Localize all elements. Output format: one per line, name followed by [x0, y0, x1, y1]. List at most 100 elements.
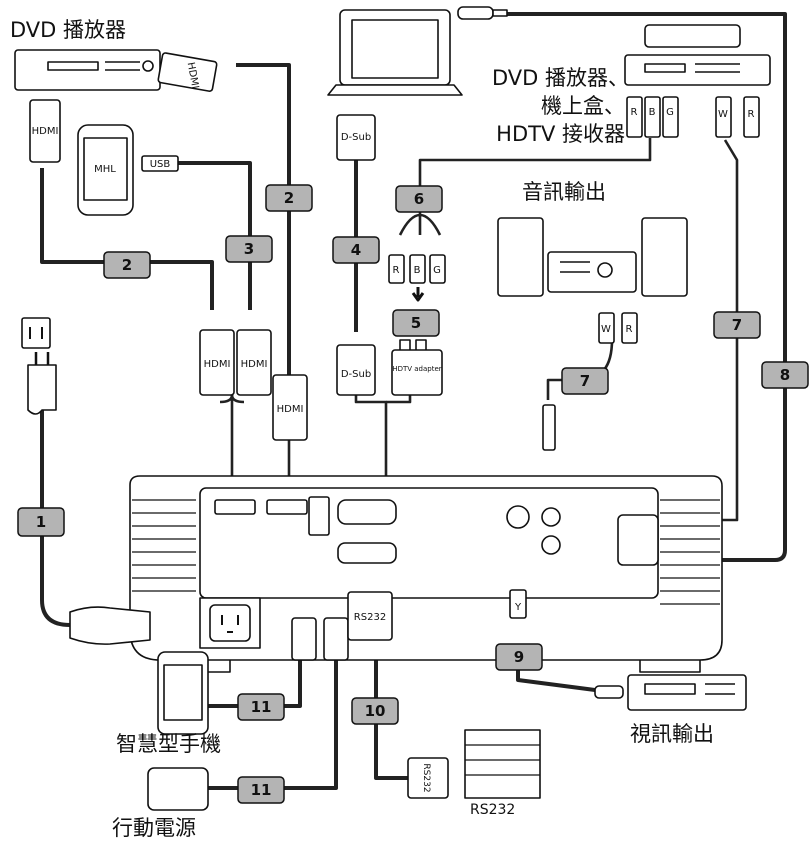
rs232-connector [347, 591, 393, 641]
caption-source-line1: DVD 播放器、 [491, 66, 629, 90]
badge-7a-text: 7 [580, 372, 590, 390]
badge-9 [495, 643, 543, 671]
badge-5 [392, 309, 440, 337]
label-r-bottom: R [393, 265, 400, 276]
badge-7b-text: 7 [732, 316, 742, 334]
power-connector [69, 606, 151, 645]
badge-2b-text: 2 [284, 189, 294, 207]
badge-2b [265, 184, 313, 212]
projector [129, 475, 723, 673]
badge-2a [103, 251, 151, 279]
badge-11b-text: 11 [251, 781, 272, 799]
label-r-audio-top: R [748, 109, 755, 120]
projector-vent-right [660, 499, 720, 605]
wire-adapter [386, 395, 412, 404]
mhl-phone [77, 124, 134, 216]
caption-source-line2: 機上盒、 [541, 94, 625, 118]
label-w-top: W [718, 109, 728, 120]
wire-vga [354, 395, 388, 500]
cable-6-split [398, 213, 442, 236]
arrow-down-icon [411, 287, 425, 302]
power-plug [27, 352, 57, 415]
label-rs232-connector: RS232 [354, 612, 386, 623]
caption-smartphone: 智慧型手機 [116, 732, 221, 756]
label-dsub-top: D-Sub [341, 132, 371, 143]
badge-8 [761, 361, 809, 389]
port-hdmi-mhl [214, 499, 256, 515]
speakers [497, 217, 688, 297]
label-b-top: B [649, 107, 656, 118]
power-outlet [21, 317, 51, 349]
connector-texts: HDMI HDMI HDMI HDMI HDMI USB MHL D-Sub D… [32, 61, 755, 792]
port-vga-in [337, 499, 397, 525]
label-usb: USB [150, 159, 171, 170]
label-y: Y [514, 602, 522, 613]
rs232-end-connector [407, 757, 449, 799]
badge-5-text: 5 [411, 314, 421, 332]
badge-1 [17, 507, 65, 537]
cable-1-power [40, 410, 71, 627]
label-g-top: G [666, 107, 674, 118]
label-hdmi-port1: HDMI [204, 359, 231, 370]
label-mhl: MHL [94, 164, 116, 175]
badge-11a-text: 11 [251, 698, 272, 716]
hdtv-adapter [391, 339, 443, 396]
cable-8-audio [493, 12, 787, 562]
video-plug [509, 589, 527, 619]
port-rs232 [337, 542, 397, 564]
label-hdmi-port3: HDMI [277, 404, 304, 415]
badge-10-text: 10 [365, 702, 386, 720]
cable-badges [17, 184, 809, 804]
usb-plug [141, 155, 179, 172]
label-b-bottom: B [414, 265, 421, 276]
caption-source-line3: HDTV 接收器 [496, 122, 625, 146]
usb-power-plug-2 [323, 617, 349, 661]
set-top-box [624, 24, 771, 86]
port-hdmi-2 [266, 499, 308, 515]
caption-rs232-device: RS232 [470, 802, 516, 818]
badge-6-text: 6 [414, 190, 424, 208]
port-audio-out [541, 507, 561, 527]
hdmi-plugs [29, 52, 308, 441]
port-av-plugs [617, 514, 659, 566]
caption-video-out: 視訊輸出 [630, 722, 714, 746]
port-audio-in [541, 535, 561, 555]
label-w-audio-out: W [601, 324, 611, 335]
dsub-plugs [336, 114, 376, 396]
badge-8-text: 8 [780, 366, 790, 384]
caption-audio-out: 音訊輸出 [522, 180, 606, 204]
label-r-audio-out: R [626, 324, 633, 335]
smartphone [157, 651, 209, 735]
rs232-pc [464, 729, 541, 799]
usb-power-plug-1 [291, 617, 317, 661]
badge-1-text: 1 [36, 513, 46, 531]
label-r-top: R [631, 107, 638, 118]
label-hdmi-dvd: HDMI [32, 126, 59, 137]
badge-10 [351, 697, 399, 725]
label-hdmi-top: HDMI [185, 61, 200, 89]
badge-4-text: 4 [351, 241, 361, 259]
badge-3 [225, 235, 273, 263]
badge-7a [561, 367, 609, 395]
power-bank [147, 767, 209, 811]
label-dsub-bottom: D-Sub [341, 369, 371, 380]
label-rs232-end: RS232 [421, 763, 431, 792]
component-plugs [388, 96, 760, 344]
badge-3-text: 3 [244, 240, 254, 258]
badge-4 [332, 236, 380, 264]
badge-9-text: 9 [514, 648, 524, 666]
badge-6 [395, 185, 443, 213]
port-video-in [506, 505, 530, 529]
video-out-device [594, 674, 747, 711]
badge-11a [237, 693, 285, 721]
badge-numbers: 1 2 2 3 4 5 6 7 7 8 9 10 11 11 [36, 189, 790, 799]
badge-11b [237, 776, 285, 804]
cable-2b-hdmi [236, 63, 291, 375]
caption-dvd-player: DVD 播放器 [10, 18, 127, 42]
audio-jack-top [457, 6, 508, 20]
badge-7b [713, 311, 761, 339]
projector-vent-left [132, 499, 196, 592]
cable-10-rs232 [374, 640, 408, 780]
